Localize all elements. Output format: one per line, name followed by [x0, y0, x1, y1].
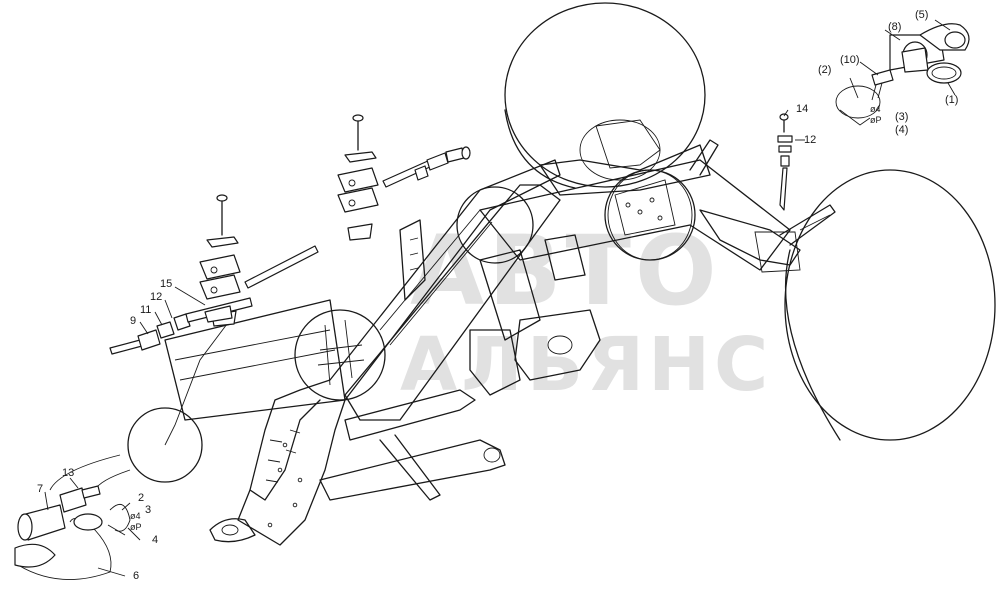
- callout-4: 4: [152, 534, 159, 546]
- symbol-phiP-top: øP: [870, 115, 882, 125]
- callout-15: 15: [160, 278, 173, 290]
- quick-coupling-bottom: [14, 485, 131, 580]
- symbol-phi4-top: ø4: [870, 104, 881, 114]
- fitting-assembly-left: [109, 297, 253, 355]
- callout-5-parenthesized: (5): [915, 9, 929, 21]
- callout-12-right: 12: [804, 134, 817, 146]
- callout-11: 11: [140, 304, 152, 316]
- clamp-assembly-upper: [337, 114, 379, 241]
- callout-7: 7: [37, 483, 44, 495]
- symbol-phiP-bottom: øP: [130, 522, 142, 532]
- rear-wheel-right: [784, 169, 996, 441]
- callout-2-parenthesized: (2): [818, 64, 832, 76]
- fitting-assembly-right: [777, 113, 793, 211]
- quick-coupling-top: [835, 23, 970, 126]
- detail-circles: [49, 169, 696, 491]
- rear-axle: [479, 139, 836, 273]
- callout-1: (1): [945, 94, 959, 106]
- callout-12-left: 12: [150, 291, 163, 303]
- chassis-frame: [164, 159, 601, 546]
- watermark-line1: АВТО: [410, 215, 721, 327]
- callout-13: 13: [62, 467, 75, 479]
- callout-2: 2: [138, 492, 145, 504]
- symbol-phi4-bottom: ø4: [130, 511, 141, 521]
- callout-10-parenthesized: (10): [840, 54, 860, 66]
- callout-8-parenthesized: (8): [888, 21, 902, 33]
- callout-3-parenthesized: (3): [895, 111, 909, 123]
- callout-4-parenthesized: (4): [895, 124, 909, 136]
- callout-14: 14: [796, 103, 809, 115]
- callout-6: 6: [133, 570, 140, 582]
- callout-leaders: [44, 19, 956, 577]
- callout-9: 9: [130, 315, 137, 327]
- hydraulic-lines: [244, 146, 471, 289]
- rear-wheel-upper: [504, 2, 706, 189]
- callout-3: 3: [145, 504, 152, 516]
